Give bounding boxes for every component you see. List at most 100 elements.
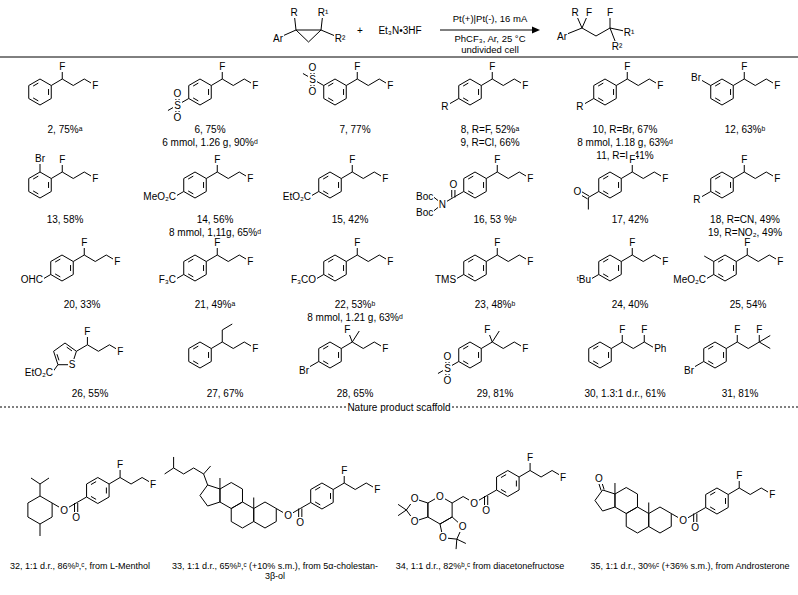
compound-caption: 35, 1:1 d.r., 30%ᶜ (+36% s.m.), from And…: [589, 562, 790, 572]
atom-label: O: [283, 510, 293, 521]
scheme-text: Et₃N•3HF: [377, 25, 422, 36]
bond-line: [708, 361, 713, 364]
bond-line: [188, 86, 189, 99]
bond-line: [722, 99, 733, 106]
compound-caption: 29, 81%: [476, 388, 515, 399]
atom-label: F: [343, 324, 351, 335]
bond-line: [184, 192, 195, 199]
bond-line: [219, 489, 220, 502]
compound-caption: 22, 53%ᵇ: [334, 299, 376, 310]
bond-line: [733, 179, 734, 192]
bond-line: [363, 342, 374, 349]
bond-line: [189, 362, 200, 369]
bond-line: [73, 79, 84, 86]
bond-line: [459, 362, 470, 369]
bond-line: [368, 255, 379, 262]
bond-line: [338, 352, 339, 358]
compound-caption: 30, 1.3:1 d.r., 61%: [583, 388, 666, 399]
atom-label: Boc: [415, 191, 434, 202]
bond-line: [200, 495, 208, 506]
bond-line: [603, 490, 615, 494]
bond-line: [330, 172, 341, 179]
atom-label: F: [559, 472, 567, 483]
atom-label: O: [594, 473, 604, 484]
atom-label: F: [251, 80, 259, 91]
bond-line: [253, 498, 254, 509]
bond-line: [40, 524, 41, 536]
bond-line: [323, 176, 328, 179]
atom-label: MeO₂C: [672, 274, 707, 285]
atom-label: S: [308, 74, 317, 85]
bond-line: [643, 172, 654, 179]
bond-line: [492, 79, 503, 86]
bond-line: [599, 275, 610, 282]
bond-line: [726, 349, 727, 362]
atom-label: Br: [298, 365, 310, 376]
bond-line: [486, 172, 497, 179]
bond-line: [174, 468, 184, 474]
atom-label: F: [80, 237, 88, 248]
compound-caption: 24, 40%: [611, 299, 650, 310]
bond-line: [323, 346, 328, 349]
bond-line: [208, 502, 220, 506]
bond-line: [231, 509, 232, 522]
atom-label: F: [773, 80, 781, 91]
bond-line: [323, 361, 328, 364]
compound-caption: 18, R=CN, 49%: [709, 214, 781, 225]
scheme-condition: PhCF₃, Ar, 25 °C: [453, 34, 526, 44]
bond-line: [608, 352, 609, 358]
atom-label: F: [91, 173, 99, 184]
bond-line: [464, 275, 475, 282]
bond-line: [541, 471, 552, 478]
compound-caption: 31, 81%: [721, 388, 760, 399]
bond-line: [231, 502, 242, 509]
bond-line: [600, 362, 611, 369]
bond-line: [217, 255, 228, 262]
bond-line: [40, 496, 52, 503]
bond-line: [470, 362, 481, 369]
atom-label: S: [173, 100, 182, 111]
bond-line: [758, 255, 769, 262]
atom-label: F: [743, 237, 751, 248]
bond-line: [222, 342, 233, 349]
bond-line: [632, 172, 643, 179]
bond-line: [715, 98, 720, 101]
compound-caption: 13, 58%: [46, 214, 85, 225]
atom-label: Br: [34, 153, 46, 164]
bond-line: [324, 79, 335, 86]
atom-label: F: [740, 61, 748, 72]
atom-label: S: [443, 363, 452, 374]
bond-line: [315, 487, 320, 490]
bond-line: [593, 361, 598, 364]
compound-caption: 17, 42%: [611, 214, 650, 225]
bond-line: [195, 172, 206, 179]
bond-line: [330, 362, 341, 369]
bond-line: [637, 507, 648, 514]
compound-caption: 6, 75%: [193, 124, 226, 135]
atom-label: R: [692, 194, 701, 205]
scheme-text: R²: [334, 33, 347, 44]
bond-line: [254, 502, 265, 509]
atom-label: F: [58, 154, 66, 165]
atom-label: R: [440, 101, 449, 112]
bond-line: [508, 172, 519, 179]
bond-line: [242, 489, 243, 502]
atom-label: O: [690, 522, 700, 533]
bond-line: [463, 346, 468, 349]
bond-line: [463, 98, 468, 101]
bond-line: [589, 342, 600, 349]
bond-line: [330, 342, 341, 349]
bond-line: [710, 86, 711, 99]
compound-caption: 6 mmol, 1.26 g, 90%ᵈ: [161, 137, 259, 148]
bond-line: [29, 192, 40, 199]
bond-line: [184, 255, 195, 262]
bond-line: [346, 79, 357, 86]
bond-line: [346, 262, 347, 275]
atom-label: R: [575, 101, 584, 112]
atom-label: F: [493, 237, 501, 248]
bond-line: [649, 527, 660, 534]
bond-line: [98, 478, 109, 485]
bond-line: [703, 349, 704, 362]
bond-line: [725, 255, 736, 262]
